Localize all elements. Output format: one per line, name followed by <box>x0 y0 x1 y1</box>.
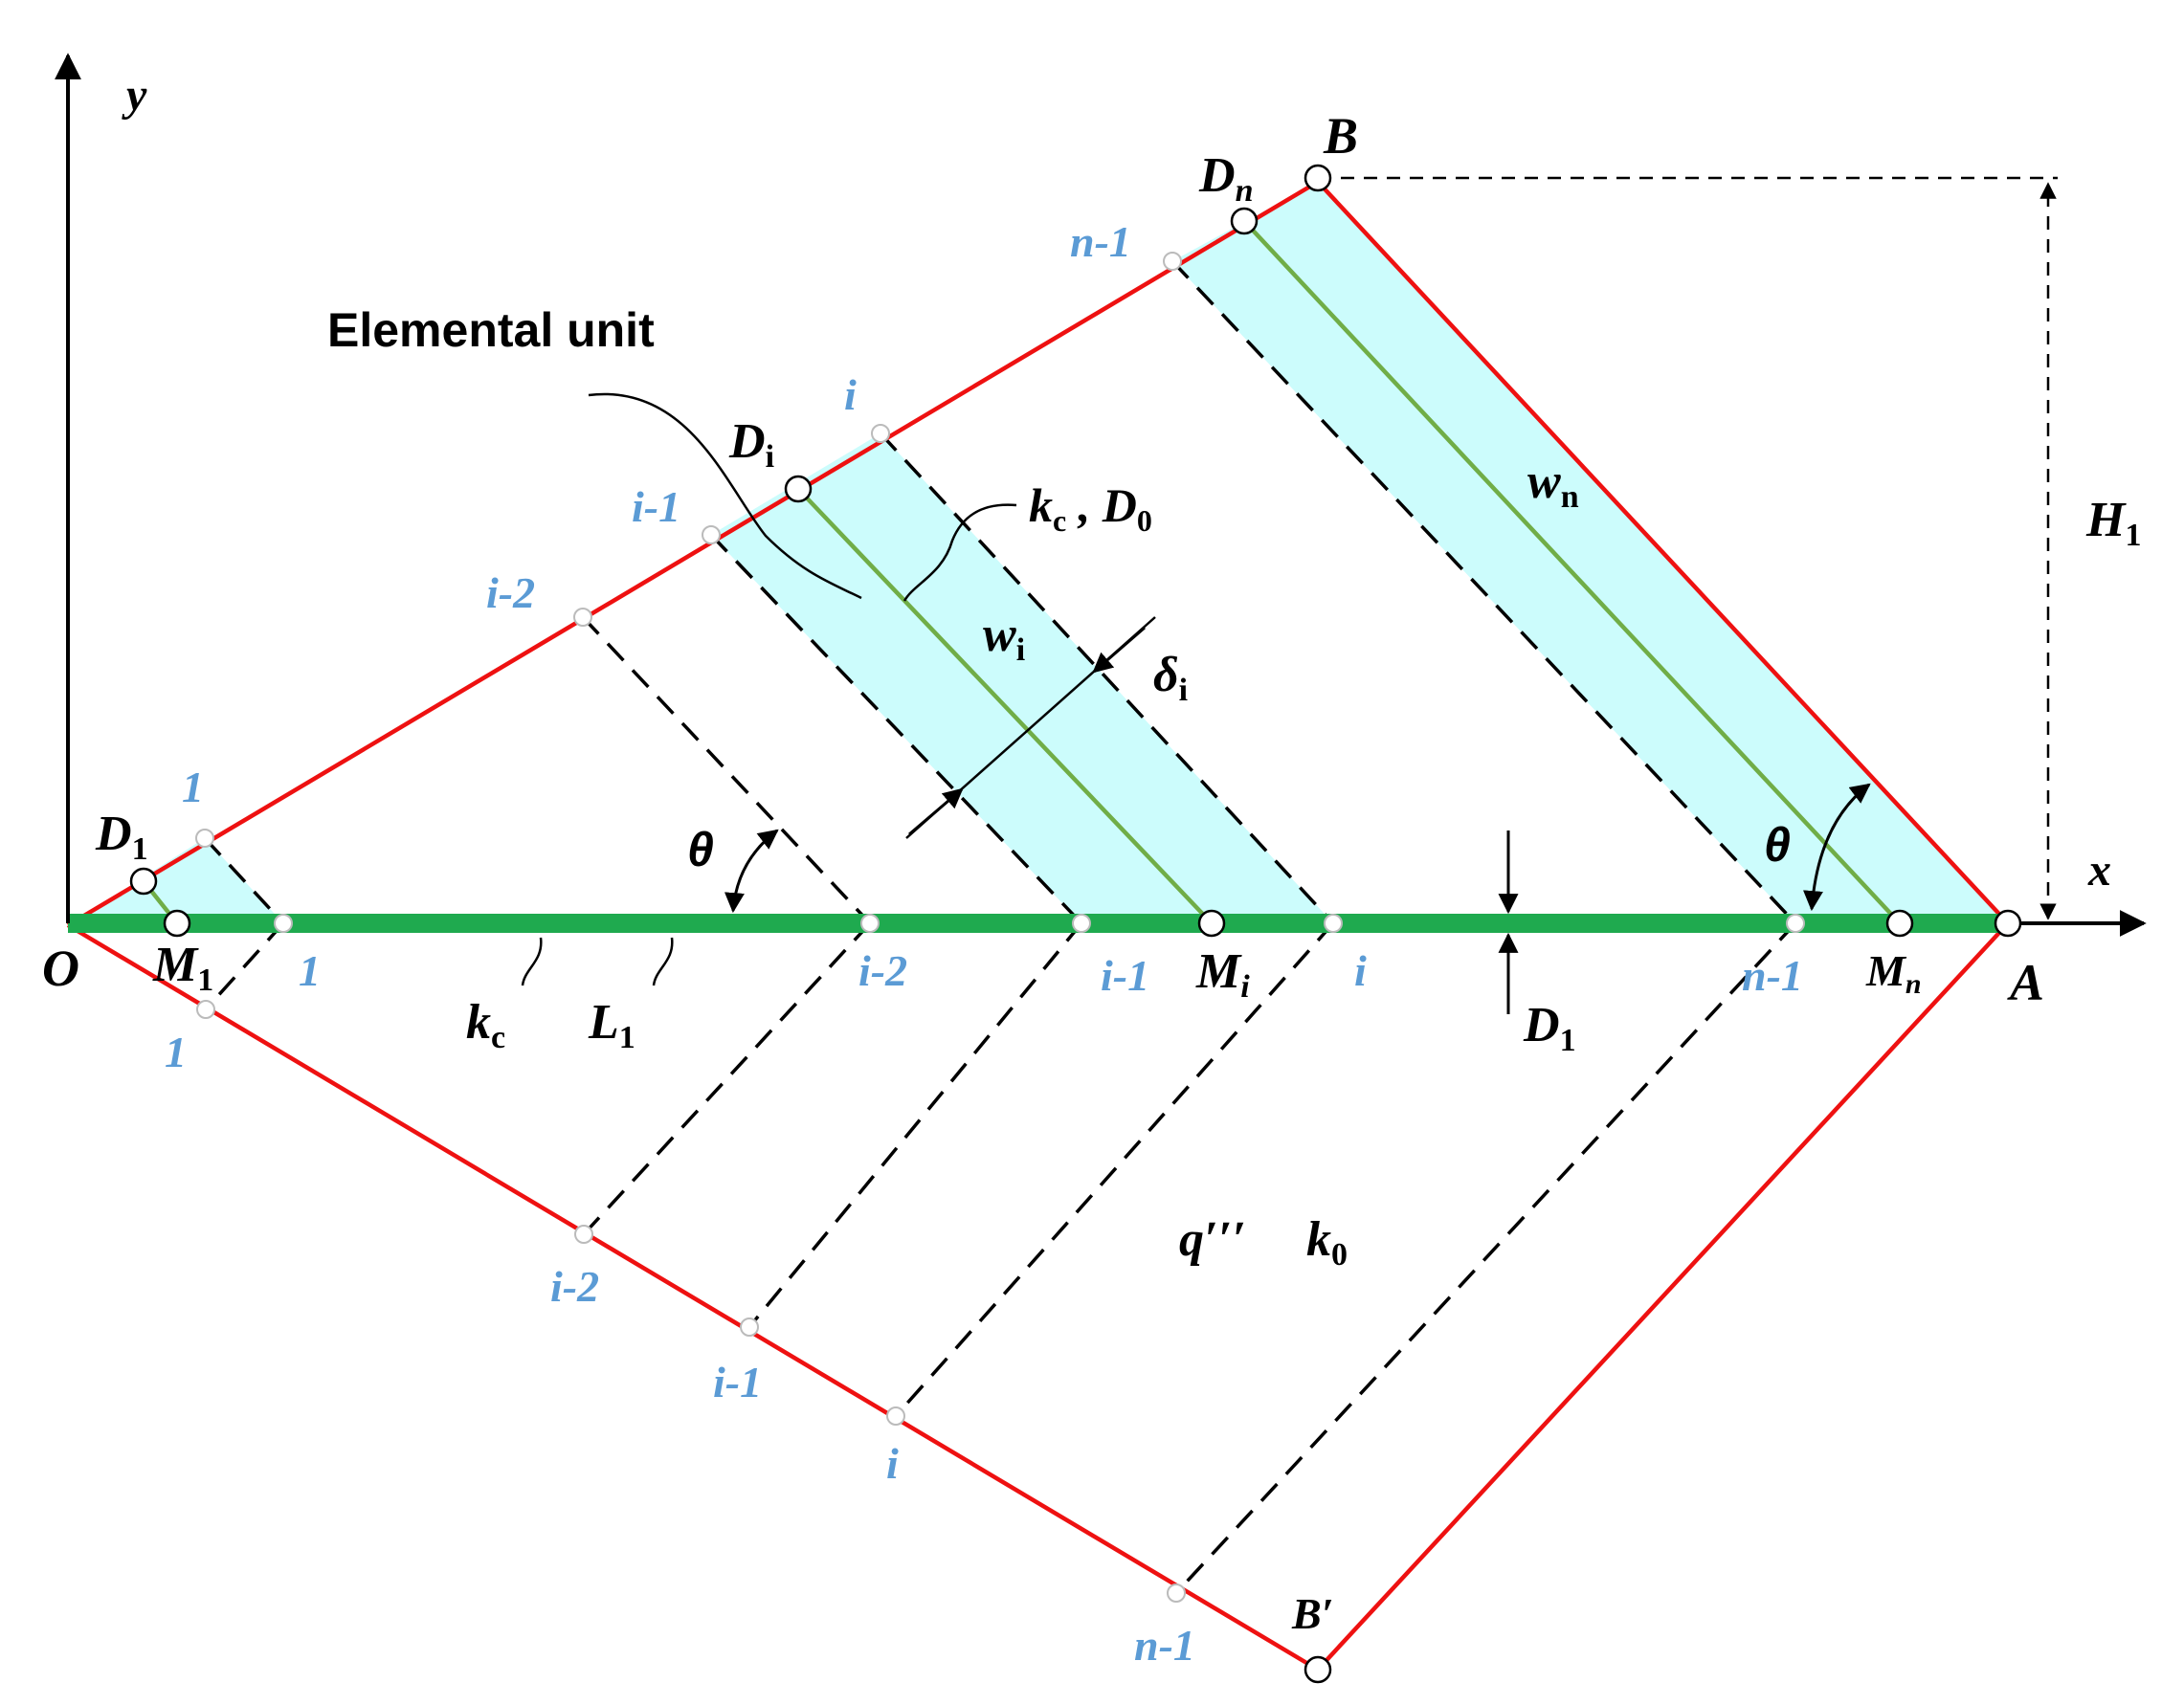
wi-label: wi <box>983 608 1025 668</box>
marker-bottom-i-2 <box>574 1225 593 1244</box>
l1-label: L1 <box>588 995 635 1055</box>
marker-axis-1 <box>274 914 293 933</box>
boundary-B-prime-O <box>66 923 1320 1672</box>
kc-leader <box>521 937 543 986</box>
divider-bottom-i-1 <box>747 921 1083 1329</box>
x-axis-label: x <box>2087 845 2111 896</box>
marker-axis-i-2 <box>860 914 880 933</box>
marker-top-i-1 <box>702 525 721 544</box>
node-A <box>1994 909 2022 938</box>
fin-boundary <box>66 180 2010 1672</box>
index-axis-1: 1 <box>299 946 321 995</box>
divider-bottom-i-2 <box>582 921 872 1236</box>
marker-bottom-i <box>886 1406 905 1426</box>
node-Di <box>784 475 813 503</box>
h1-label: H1 <box>2085 493 2141 553</box>
index-top-i-1: i-1 <box>632 482 680 531</box>
index-top-i-2: i-2 <box>486 568 535 617</box>
label-origin: O <box>42 940 79 997</box>
divider-top-1 <box>203 836 285 925</box>
elemental-unit-label: Elemental unit <box>327 303 655 357</box>
dashed-dividers <box>203 259 1797 1595</box>
delta-arrow-upper <box>1092 626 1146 674</box>
wn-label: wn <box>1527 454 1579 515</box>
marker-bottom-n-1 <box>1167 1583 1186 1603</box>
y-axis-label: y <box>122 70 147 121</box>
shaded-region-1 <box>68 838 283 925</box>
label-M1: M1 <box>152 938 213 998</box>
label-Dn: Dn <box>1198 148 1253 209</box>
node-D1 <box>129 867 158 896</box>
marker-top-1 <box>195 829 214 848</box>
theta-label-right: θ <box>1764 818 1791 872</box>
elemental-unit-leader <box>588 392 862 600</box>
index-bottom-i: i <box>886 1439 899 1488</box>
centerline-i <box>796 487 1214 925</box>
node-Mn <box>1885 909 1914 938</box>
label-Mn: Mn <box>1865 946 1922 1000</box>
centerline-n <box>1242 219 1902 925</box>
index-axis-i-2: i-2 <box>858 946 907 995</box>
index-bottom-i-2: i-2 <box>550 1262 599 1311</box>
divider-top-i-2 <box>581 615 872 925</box>
label-Di: Di <box>728 414 774 475</box>
node-B <box>1304 164 1332 192</box>
kc-d0-label: kc , D0 <box>1029 478 1152 538</box>
divider-bottom-n-1 <box>1174 921 1797 1595</box>
divider-bottom-1 <box>204 921 285 1011</box>
delta-arrow-lower <box>908 787 964 836</box>
k0-label: k0 <box>1306 1212 1348 1273</box>
divider-bottom-i <box>894 921 1335 1418</box>
marker-bottom-1 <box>196 1000 215 1019</box>
index-top-1: 1 <box>182 763 204 811</box>
index-top-n-1: n-1 <box>1070 217 1131 266</box>
shaded-region-n <box>1172 182 2008 923</box>
delta-label: δi <box>1153 648 1188 708</box>
index-markers <box>195 252 1805 1603</box>
node-Dn <box>1230 207 1259 235</box>
kc-d0-leader <box>903 503 1017 602</box>
marker-axis-i-1 <box>1072 914 1091 933</box>
theta-arc-right <box>1803 783 1871 912</box>
label-B-prime: B′ <box>1291 1589 1334 1638</box>
shaded-region-i <box>711 433 1333 923</box>
boundary-OB <box>66 180 1320 927</box>
label-Mi: Mi <box>1195 944 1250 1005</box>
node-B-prime <box>1304 1655 1332 1684</box>
marker-bottom-i-1 <box>740 1318 759 1337</box>
marker-axis-i <box>1324 914 1343 933</box>
index-top-i: i <box>844 370 857 419</box>
marker-axis-n-1 <box>1786 914 1805 933</box>
label-B: B <box>1323 107 1358 165</box>
theta-arc-left <box>724 829 779 914</box>
index-axis-n-1: n-1 <box>1742 951 1803 1000</box>
l1-leader <box>652 937 674 986</box>
node-M1 <box>163 909 191 938</box>
node-Mi <box>1197 909 1226 938</box>
divider-top-i-1 <box>709 533 1083 925</box>
thickness-label: D1 <box>1523 998 1576 1058</box>
boundary-BA <box>1316 180 2010 925</box>
index-bottom-1: 1 <box>165 1028 187 1076</box>
marker-top-n-1 <box>1163 252 1182 271</box>
kc-label: kc <box>466 995 505 1055</box>
q-label: q′′′ <box>1179 1212 1246 1267</box>
label-A: A <box>2007 954 2044 1011</box>
divider-top-i <box>879 432 1335 925</box>
label-D1: D1 <box>95 807 148 867</box>
index-bottom-i-1: i-1 <box>713 1358 762 1406</box>
marker-top-i <box>871 424 890 443</box>
divider-top-n-1 <box>1170 259 1797 925</box>
theta-label-left: θ <box>687 823 714 876</box>
marker-top-i-2 <box>573 608 592 627</box>
index-axis-i: i <box>1354 946 1367 995</box>
index-bottom-n-1: n-1 <box>1134 1621 1195 1670</box>
index-axis-i-1: i-1 <box>1101 951 1149 1000</box>
node-circles <box>129 164 2022 1684</box>
boundary-AB-prime <box>1316 921 2010 1672</box>
